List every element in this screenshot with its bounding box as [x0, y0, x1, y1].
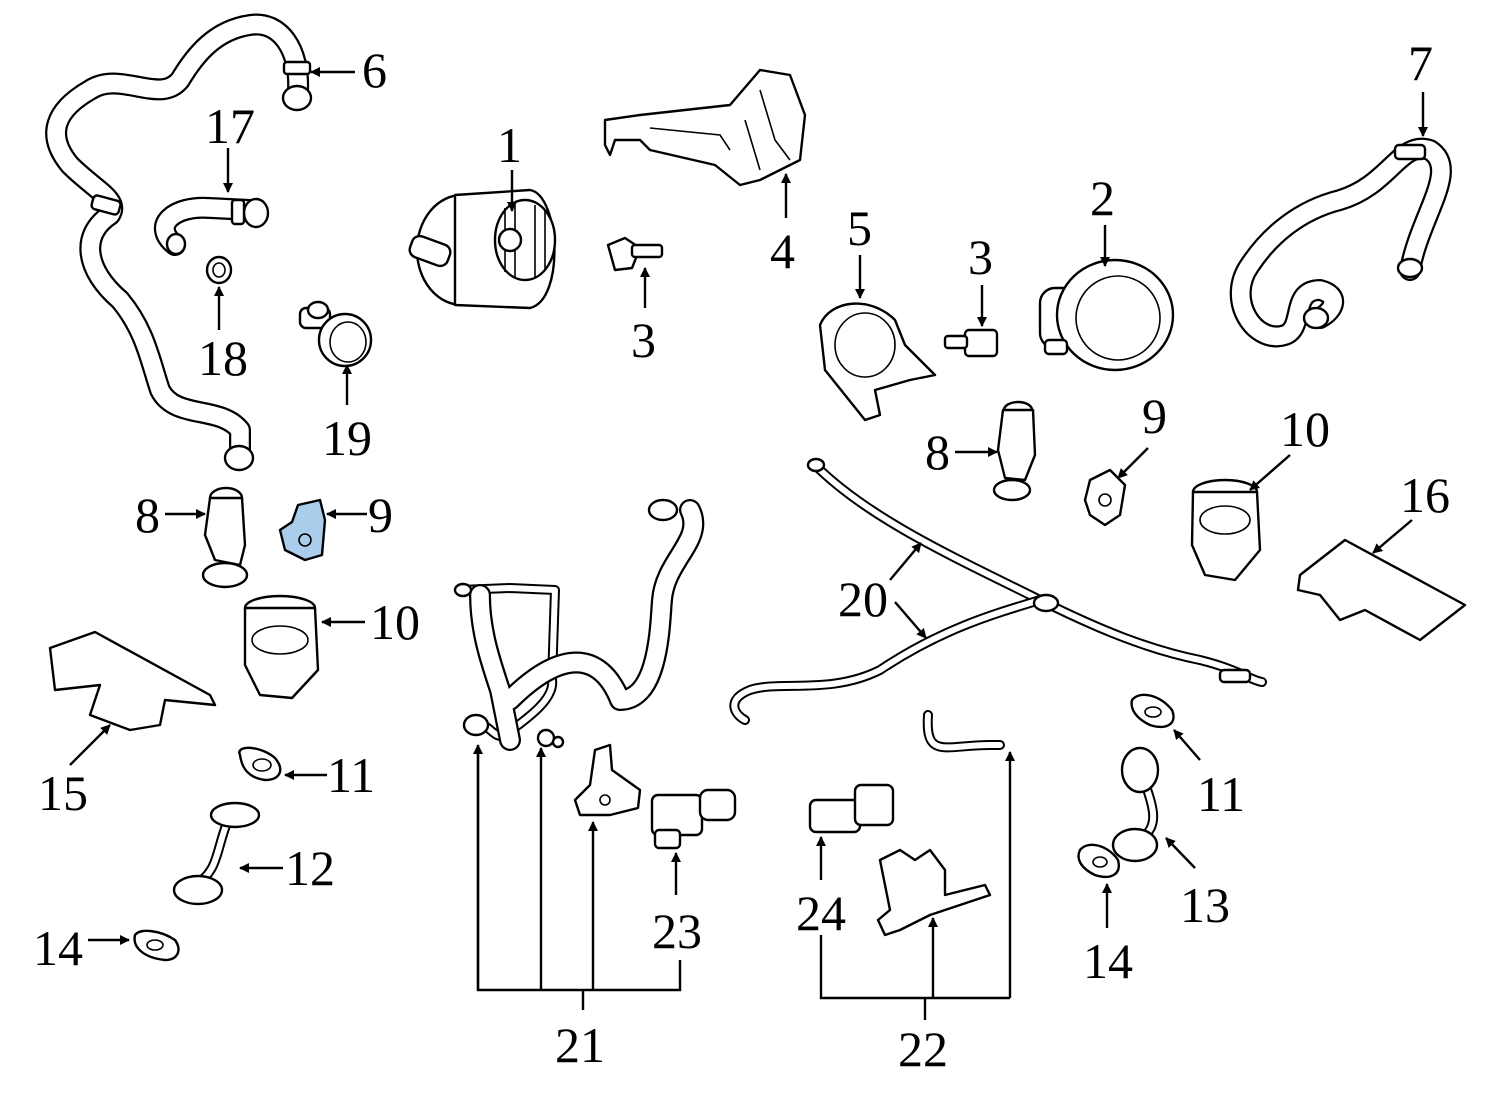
part-19-valve[interactable] [298, 300, 373, 368]
part-9-valve-right[interactable] [1083, 468, 1127, 527]
part-2-air-pump[interactable] [1038, 258, 1175, 372]
leader-lines [69, 67, 1428, 1020]
callout-3-right: 3 [968, 229, 993, 285]
callout-8-right: 8 [925, 424, 950, 480]
callout-19: 19 [322, 410, 372, 466]
callout-18: 18 [198, 330, 248, 386]
part-11-gasket-right[interactable] [1130, 693, 1175, 729]
part-24-solenoid[interactable] [808, 783, 895, 834]
part-11-gasket-left[interactable] [238, 746, 282, 782]
callout-15: 15 [38, 765, 88, 821]
callout-9-right: 9 [1142, 388, 1167, 444]
callout-17: 17 [205, 98, 255, 154]
part-15-plate[interactable] [48, 630, 217, 732]
part-17-hose[interactable] [154, 196, 270, 256]
part-7-hose[interactable] [1229, 137, 1452, 348]
part-14-gasket-left[interactable] [133, 929, 180, 962]
callout-2: 2 [1090, 170, 1115, 226]
part-18-clamp[interactable] [205, 255, 233, 285]
callout-labels: 1 2 3 3 4 5 6 7 8 8 9 9 10 10 11 11 12 1… [33, 35, 1450, 1077]
part-12-pipe[interactable] [172, 801, 261, 906]
callout-14-left: 14 [33, 920, 83, 976]
callout-13: 13 [1180, 877, 1230, 933]
part-23-solenoid[interactable] [650, 788, 737, 850]
part-13-pipe[interactable] [1111, 746, 1160, 863]
part-14-gasket-right[interactable] [1077, 843, 1120, 879]
part-10-valve-right[interactable] [1190, 478, 1262, 582]
part-3-fitting[interactable] [606, 236, 664, 272]
callout-5: 5 [847, 200, 872, 256]
callout-24: 24 [796, 885, 846, 941]
part-20-vacuum-lines[interactable] [729, 457, 1267, 725]
part-3-fitting-right[interactable] [943, 328, 999, 358]
part-5-bracket[interactable] [818, 302, 937, 422]
callout-8-left: 8 [135, 487, 160, 543]
callout-16: 16 [1400, 467, 1450, 523]
callout-22: 22 [898, 1021, 948, 1077]
callout-4: 4 [770, 223, 795, 279]
part-21-clip[interactable] [536, 728, 565, 749]
callout-10-right: 10 [1280, 401, 1330, 457]
callout-6: 6 [362, 42, 387, 98]
part-16-plate[interactable] [1296, 538, 1467, 642]
part-22-bracket[interactable] [876, 848, 992, 937]
callout-7: 7 [1408, 35, 1433, 91]
part-9-valve-highlighted[interactable] [278, 498, 327, 562]
callout-11-left: 11 [327, 747, 375, 803]
part-21-tube-assembly[interactable] [453, 498, 705, 751]
part-8-valve-right[interactable] [992, 400, 1037, 502]
callout-10-left: 10 [370, 594, 420, 650]
callout-20: 20 [838, 571, 888, 627]
part-10-valve-left[interactable] [243, 594, 320, 700]
part-6-hose[interactable] [45, 13, 313, 472]
callout-9-left: 9 [368, 487, 393, 543]
callout-14-right: 14 [1083, 933, 1133, 989]
callout-1: 1 [497, 117, 522, 173]
part-21-bracket[interactable] [573, 743, 642, 817]
callout-3: 3 [631, 312, 656, 368]
callout-12: 12 [285, 840, 335, 896]
callout-23: 23 [652, 903, 702, 959]
callout-21: 21 [555, 1017, 605, 1073]
part-1-air-pump[interactable] [407, 188, 557, 310]
callout-11-right: 11 [1197, 766, 1245, 822]
part-8-valve-left[interactable] [201, 486, 249, 589]
part-4-bracket[interactable] [603, 68, 807, 187]
part-22-tube[interactable] [922, 710, 1005, 753]
